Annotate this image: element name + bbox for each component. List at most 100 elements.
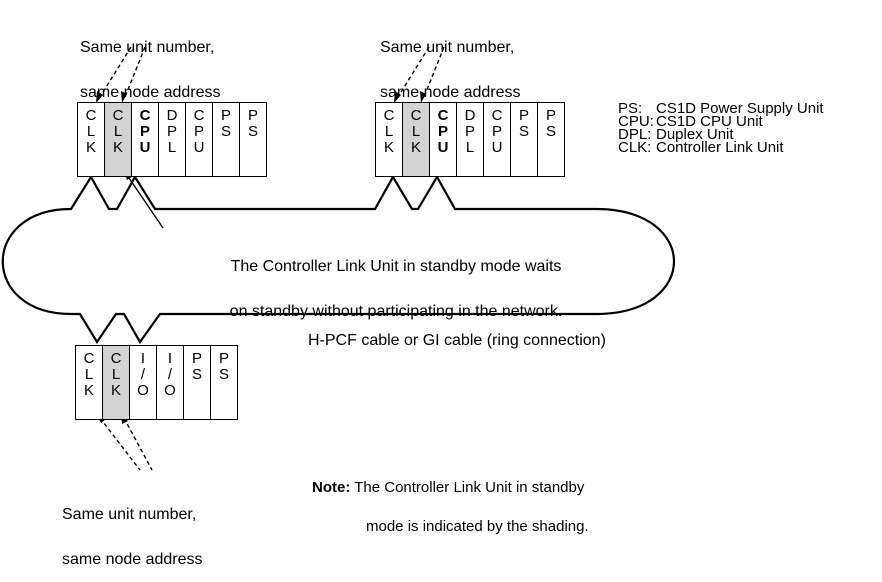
unit-letter: U — [437, 139, 449, 156]
unit-letter: O — [164, 382, 176, 399]
legend-key: DPL: — [618, 126, 652, 143]
arrowhead — [96, 91, 103, 103]
legend-value: Duplex Unit — [656, 126, 734, 143]
note-line1: The Controller Link Unit in standby — [354, 479, 585, 496]
unit-letter: P — [247, 107, 258, 124]
unit-letter: L — [411, 123, 421, 140]
legend-value: CS1D Power Supply Unit — [656, 100, 824, 117]
legend-value: Controller Link Unit — [656, 139, 784, 156]
callout-line1: Same unit number, — [62, 506, 197, 523]
standby-description: The Controller Link Unit in standby mode… — [186, 229, 606, 334]
unit-letter: P — [193, 123, 204, 140]
unit-letter: / — [140, 366, 146, 383]
unit-letter: L — [86, 123, 96, 140]
arrowhead — [121, 91, 127, 103]
callout-line2: same node address — [380, 84, 521, 101]
unit-letter: D — [166, 107, 178, 124]
arrowhead — [394, 91, 401, 103]
unit-letter: L — [465, 139, 475, 156]
unit-letter: P — [139, 123, 150, 140]
unit-letter: C — [383, 107, 395, 124]
unit-letter: L — [111, 366, 121, 383]
unit-letter: U — [193, 139, 205, 156]
unit-letter: P — [464, 123, 475, 140]
unit-letter: K — [83, 382, 94, 399]
unit-letter: S — [545, 123, 556, 140]
callout-line1: Same unit number, — [380, 39, 515, 56]
callout-top-right: Same unit number, same node address — [380, 10, 521, 115]
legend: PS: CS1D Power Supply Unit CPU:CS1D CPU U… — [618, 100, 824, 156]
legend-row: CPU:CS1D CPU Unit — [618, 113, 824, 130]
unit-letter: C — [437, 107, 449, 124]
unit-letter: S — [220, 123, 231, 140]
unit-letter: K — [383, 139, 394, 156]
unit-letter: K — [112, 139, 123, 156]
callout-line — [99, 46, 132, 98]
callout-line — [397, 46, 430, 98]
unit-slot: I/O — [156, 345, 184, 420]
unit-letter: L — [384, 123, 394, 140]
legend-row: DPL:Duplex Unit — [618, 126, 824, 143]
note: Note: The Controller Link Unit in standb… — [312, 455, 589, 546]
unit-letter: P — [220, 107, 231, 124]
unit-letter: K — [110, 382, 121, 399]
legend-key: CLK: — [618, 139, 652, 156]
unit-letter: P — [218, 350, 229, 367]
ring-cable-top — [1, 174, 676, 345]
unit-letter: C — [85, 107, 97, 124]
note-line2: mode is indicated by the shading. — [366, 518, 589, 535]
callout-top-left: Same unit number, same node address — [80, 10, 221, 115]
unit-letter: K — [85, 139, 96, 156]
callout-line — [99, 417, 141, 471]
callout-line2: same node address — [62, 551, 203, 568]
legend-row: PS: CS1D Power Supply Unit — [618, 100, 824, 117]
unit-letter: L — [84, 366, 94, 383]
unit-letter: D — [464, 107, 476, 124]
legend-row: CLK:Controller Link Unit — [618, 139, 824, 156]
legend-value: CS1D CPU Unit — [656, 113, 763, 130]
unit-letter: O — [137, 382, 149, 399]
note-label: Note: — [312, 479, 351, 496]
unit-letter: P — [166, 123, 177, 140]
unit-letter: S — [191, 366, 202, 383]
standby-pointer-line — [126, 174, 164, 229]
legend-key: PS: — [618, 100, 643, 117]
standby-line1: The Controller Link Unit in standby mode… — [230, 258, 562, 275]
callout-bottom: Same unit number, same node address — [62, 477, 203, 582]
callout-line — [124, 46, 146, 98]
unit-letter: L — [167, 139, 177, 156]
unit-letter: U — [139, 139, 151, 156]
unit-letter: C — [83, 350, 95, 367]
unit-letter: C — [112, 107, 124, 124]
unit-letter: P — [545, 107, 556, 124]
callout-line — [423, 46, 445, 98]
unit-letter: K — [410, 139, 421, 156]
callout-line2: same node address — [80, 84, 221, 101]
unit-slot: I/O — [129, 345, 157, 420]
unit-letter: I — [167, 350, 173, 367]
unit-letter: S — [247, 123, 258, 140]
unit-letter: I — [140, 350, 146, 367]
diagram: { "callouts": { "top_left": ["Same unit … — [1, 10, 824, 568]
unit-letter: S — [218, 366, 229, 383]
unit-letter: / — [167, 366, 173, 383]
unit-letter: C — [110, 350, 122, 367]
unit-letter: C — [491, 107, 503, 124]
